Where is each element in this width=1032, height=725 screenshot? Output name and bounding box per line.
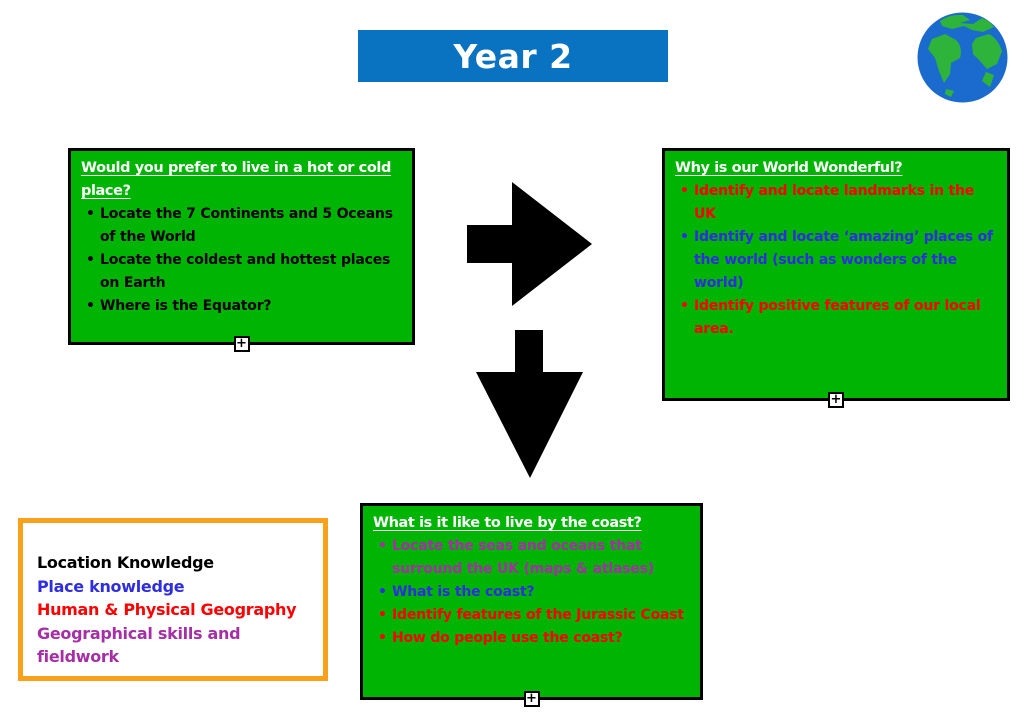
topic-box-world-wonderful-title: Why is our World Wonderful? bbox=[675, 160, 903, 176]
expand-plus-icon[interactable]: + bbox=[233, 336, 250, 352]
objective-item: Where is the Equator? bbox=[81, 295, 402, 318]
legend-item-human-physical-geography: Human & Physical Geography bbox=[37, 600, 297, 619]
objective-item: Identify and locate landmarks in the UK bbox=[675, 180, 997, 226]
legend-box: Location Knowledge Place knowledge Human… bbox=[18, 518, 328, 681]
arrow-down-icon bbox=[476, 330, 583, 478]
globe-icon bbox=[917, 12, 1008, 103]
topic-box-hot-cold-title: Would you prefer to live in a hot or col… bbox=[81, 160, 391, 199]
expand-plus-icon[interactable]: + bbox=[828, 392, 844, 408]
objective-item: Identify positive features of our local … bbox=[675, 295, 997, 341]
title-banner: Year 2 bbox=[358, 30, 668, 82]
topic-box-hot-cold-list: Locate the 7 Continents and 5 Oceans of … bbox=[81, 203, 402, 318]
objective-item: Locate the 7 Continents and 5 Oceans of … bbox=[81, 203, 402, 249]
topic-box-hot-cold: Would you prefer to live in a hot or col… bbox=[68, 148, 415, 352]
objective-item: Identify features of the Jurassic Coast bbox=[373, 604, 690, 627]
legend-item-geographical-skills: Geographical skills and fieldwork bbox=[37, 623, 241, 667]
topic-box-coast: What is it like to live by the coast? Lo… bbox=[360, 503, 703, 707]
objective-item: Identify and locate ‘amazing’ places of … bbox=[675, 226, 997, 295]
page-title: Year 2 bbox=[453, 36, 573, 76]
topic-box-coast-title: What is it like to live by the coast? bbox=[373, 515, 642, 531]
topic-box-coast-list: Locate the seas and oceans that surround… bbox=[373, 535, 690, 650]
topic-box-world-wonderful-list: Identify and locate landmarks in the UK … bbox=[675, 180, 997, 341]
objective-item: Locate the coldest and hottest places on… bbox=[81, 249, 402, 295]
objective-item: Locate the seas and oceans that surround… bbox=[373, 535, 690, 581]
expand-plus-icon[interactable]: + bbox=[523, 691, 540, 707]
legend-item-location-knowledge: Location Knowledge bbox=[37, 553, 214, 572]
objective-item: How do people use the coast? bbox=[373, 627, 690, 650]
legend-item-place-knowledge: Place knowledge bbox=[37, 576, 185, 596]
arrow-right-icon bbox=[467, 182, 592, 306]
objective-item: What is the coast? bbox=[373, 581, 690, 604]
topic-box-world-wonderful: Why is our World Wonderful? Identify and… bbox=[662, 148, 1010, 408]
